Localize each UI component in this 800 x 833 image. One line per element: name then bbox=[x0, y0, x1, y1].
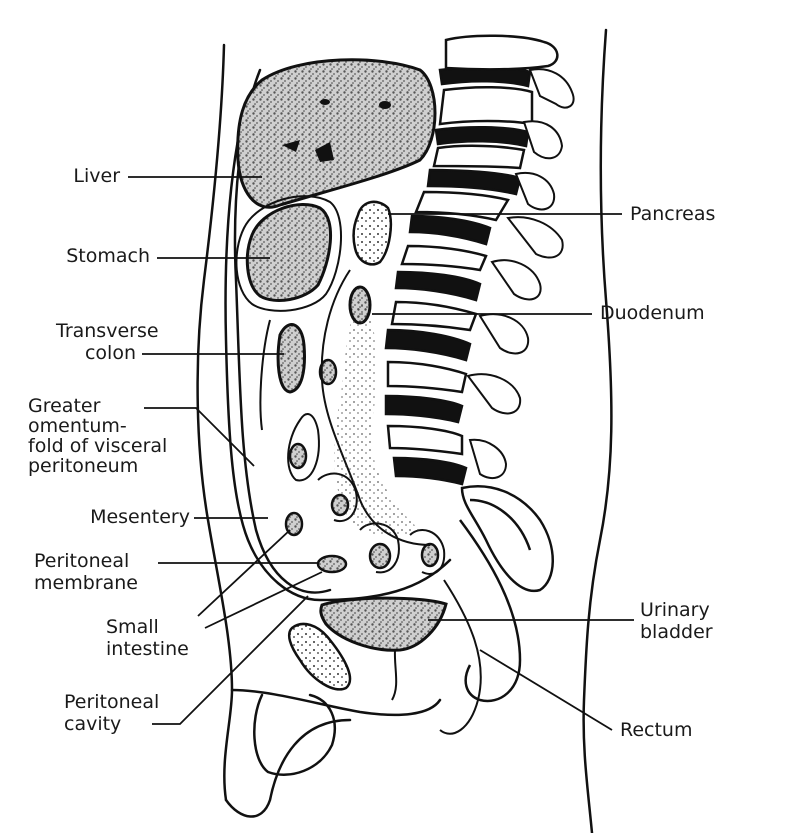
rectum-shape bbox=[458, 519, 522, 703]
leader-lines bbox=[128, 176, 634, 731]
greater-omentum-leader bbox=[144, 407, 255, 467]
rectum-leader bbox=[479, 649, 613, 731]
transverse-colon-shape bbox=[276, 323, 306, 394]
small-intestine-leader-2 bbox=[204, 571, 323, 629]
thigh-outline bbox=[224, 718, 352, 818]
intestine-loop bbox=[316, 554, 348, 574]
body-front-outline bbox=[196, 43, 234, 802]
intestine-loop bbox=[420, 542, 440, 568]
stomach-shape bbox=[245, 203, 333, 302]
label-stomach: Stomach bbox=[66, 245, 150, 267]
label-greater-omentum-line3: fold of visceral bbox=[28, 435, 168, 457]
intestine-loop bbox=[368, 542, 392, 570]
label-peritoneal-cavity-line2: cavity bbox=[64, 713, 122, 735]
label-duodenum: Duodenum bbox=[600, 302, 705, 324]
label-small-intestine-line2: intestine bbox=[106, 638, 189, 660]
label-peritoneal-cavity-line1: Peritoneal bbox=[64, 691, 160, 713]
small-intestine-leader-1 bbox=[197, 529, 291, 617]
intestine-loop bbox=[284, 511, 304, 537]
peritoneal-cavity-leader bbox=[152, 595, 309, 725]
label-greater-omentum-line4: peritoneum bbox=[28, 455, 139, 477]
urinary-bladder-shape bbox=[319, 596, 448, 652]
label-greater-omentum-line1: Greater bbox=[28, 395, 101, 417]
label-urinary-bladder-line2: bladder bbox=[640, 621, 713, 643]
pubic-bone bbox=[288, 622, 352, 691]
genital-outline bbox=[253, 693, 337, 776]
intestine-loop bbox=[288, 442, 308, 470]
groin-line bbox=[230, 688, 442, 717]
body-back-outline bbox=[582, 28, 613, 833]
label-greater-omentum-line2: omentum- bbox=[28, 415, 127, 437]
label-transverse-colon-line2: colon bbox=[84, 342, 136, 364]
liver-shape bbox=[236, 58, 437, 209]
mesentery-shape bbox=[334, 300, 420, 537]
spine bbox=[384, 34, 575, 593]
label-pancreas: Pancreas bbox=[630, 203, 716, 225]
label-rectum: Rectum bbox=[620, 719, 693, 741]
label-peritoneal-membrane-line2: membrane bbox=[34, 572, 138, 594]
label-small-intestine-line1: Small bbox=[106, 616, 159, 638]
intestine-loop bbox=[318, 358, 338, 386]
pancreas-shape bbox=[352, 200, 392, 266]
label-peritoneal-membrane-line1: Peritoneal bbox=[34, 550, 130, 572]
label-urinary-bladder-line1: Urinary bbox=[640, 599, 710, 621]
label-mesentery: Mesentery bbox=[90, 506, 190, 528]
label-liver: Liver bbox=[73, 165, 120, 187]
label-transverse-colon-line1: Transverse bbox=[56, 320, 159, 342]
